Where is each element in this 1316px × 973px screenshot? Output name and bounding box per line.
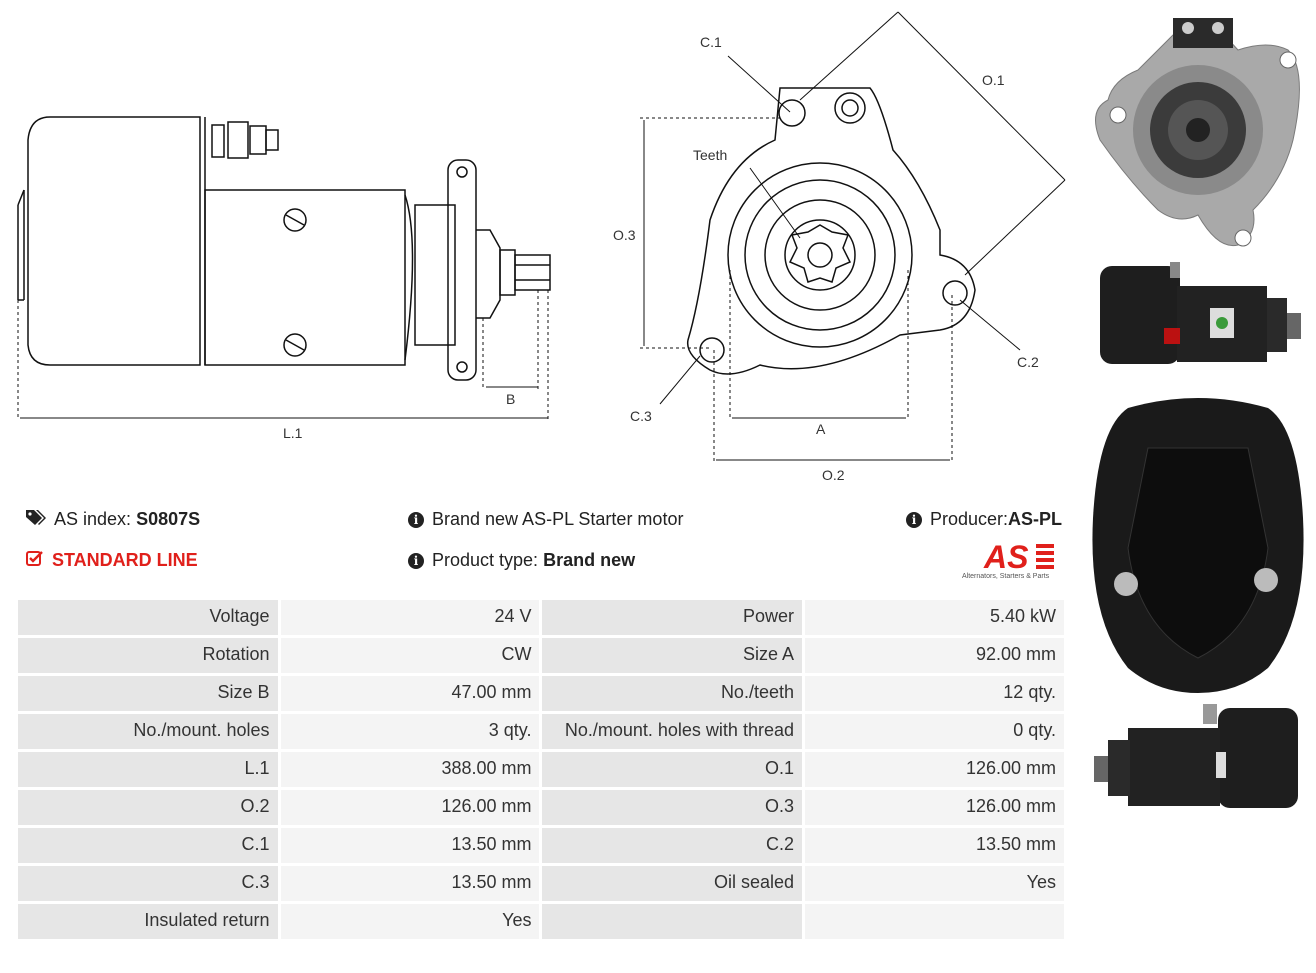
spec-label: C.3 — [18, 866, 278, 901]
spec-value: 0 qty. — [804, 714, 1064, 749]
spec-value: Yes — [280, 904, 540, 939]
svg-text:AS: AS — [983, 540, 1029, 572]
spec-label: Size B — [18, 676, 278, 711]
spec-label: L.1 — [18, 752, 278, 787]
spec-value: 13.50 mm — [280, 828, 540, 863]
spec-label: Oil sealed — [542, 866, 802, 901]
description-text: Brand new AS-PL Starter motor — [432, 509, 684, 529]
as-index-row: AS index: S0807S — [26, 509, 200, 530]
producer-row: i Producer: AS-PL — [906, 509, 1062, 530]
as-index-label: AS index: — [54, 509, 132, 529]
as-logo-mark: AS — [983, 539, 1054, 575]
spec-label: No./mount. holes — [18, 714, 278, 749]
dim-label-o3: O.3 — [613, 227, 636, 243]
spec-label: O.1 — [542, 752, 802, 787]
spec-label: No./teeth — [542, 676, 802, 711]
spec-value: 126.00 mm — [804, 790, 1064, 825]
spec-label: Power — [542, 600, 802, 635]
tags-icon — [26, 509, 46, 530]
dim-label-c2: C.2 — [1017, 354, 1039, 370]
spec-value: 12 qty. — [804, 676, 1064, 711]
spec-value: 126.00 mm — [804, 752, 1064, 787]
spec-value: 47.00 mm — [280, 676, 540, 711]
as-index-value: S0807S — [136, 509, 201, 529]
spec-value: 24 V — [280, 600, 540, 635]
checkbox-checked-icon — [26, 550, 44, 571]
spec-label: C.2 — [542, 828, 802, 863]
dim-label-o1: O.1 — [982, 72, 1005, 88]
product-type-row: i Product type: Brand new — [408, 550, 635, 571]
product-photo-rear — [1088, 388, 1308, 693]
dim-label-teeth: Teeth — [693, 147, 727, 163]
dim-label-b: B — [506, 391, 515, 407]
spec-value: 13.50 mm — [280, 866, 540, 901]
spec-value: Yes — [804, 866, 1064, 901]
product-photo-side — [1092, 258, 1306, 376]
standard-line-label: STANDARD LINE — [52, 550, 198, 570]
spec-value: 5.40 kW — [804, 600, 1064, 635]
spec-value — [804, 904, 1064, 939]
dim-label-c3: C.3 — [630, 408, 652, 424]
technical-drawing: L.1 B C.1 O.1 Teeth O.3 C.2 C.3 A O.2 — [0, 0, 1080, 495]
info-icon: i — [906, 511, 922, 528]
standard-line-row: STANDARD LINE — [26, 550, 198, 571]
info-icon: i — [408, 552, 424, 569]
spec-label: Insulated return — [18, 904, 278, 939]
logo-tagline: Alternators, Starters & Parts — [962, 573, 1050, 580]
spec-label: C.1 — [18, 828, 278, 863]
spec-label — [542, 904, 802, 939]
spec-value: 3 qty. — [280, 714, 540, 749]
spec-value: CW — [280, 638, 540, 673]
description-row: i Brand new AS-PL Starter motor — [408, 509, 683, 530]
dim-label-c1: C.1 — [700, 34, 722, 50]
product-type-value: Brand new — [543, 550, 636, 570]
product-type-label: Product type: — [432, 550, 539, 570]
technical-drawing-svg: L.1 B C.1 O.1 Teeth O.3 C.2 C.3 A O.2 — [17, 11, 1066, 483]
spec-label: No./mount. holes with thread — [542, 714, 802, 749]
spec-label: O.3 — [542, 790, 802, 825]
spec-label: Size A — [542, 638, 802, 673]
spec-label: Voltage — [18, 600, 278, 635]
dim-label-a: A — [816, 421, 826, 437]
spec-value: 126.00 mm — [280, 790, 540, 825]
spec-value: 388.00 mm — [280, 752, 540, 787]
spec-value: 92.00 mm — [804, 638, 1064, 673]
spec-value: 13.50 mm — [804, 828, 1064, 863]
spec-label: O.2 — [18, 790, 278, 825]
dim-label-l1: L.1 — [283, 425, 303, 441]
spec-label: Rotation — [18, 638, 278, 673]
as-pl-logo: AS Alternators, Starters & Parts — [962, 539, 1068, 584]
dim-label-o2: O.2 — [822, 467, 845, 483]
info-icon: i — [408, 511, 424, 528]
producer-value: AS-PL — [1008, 509, 1063, 529]
product-photo-side-2 — [1088, 700, 1308, 818]
product-photo-front — [1088, 10, 1308, 250]
producer-label: Producer: — [930, 509, 1009, 529]
